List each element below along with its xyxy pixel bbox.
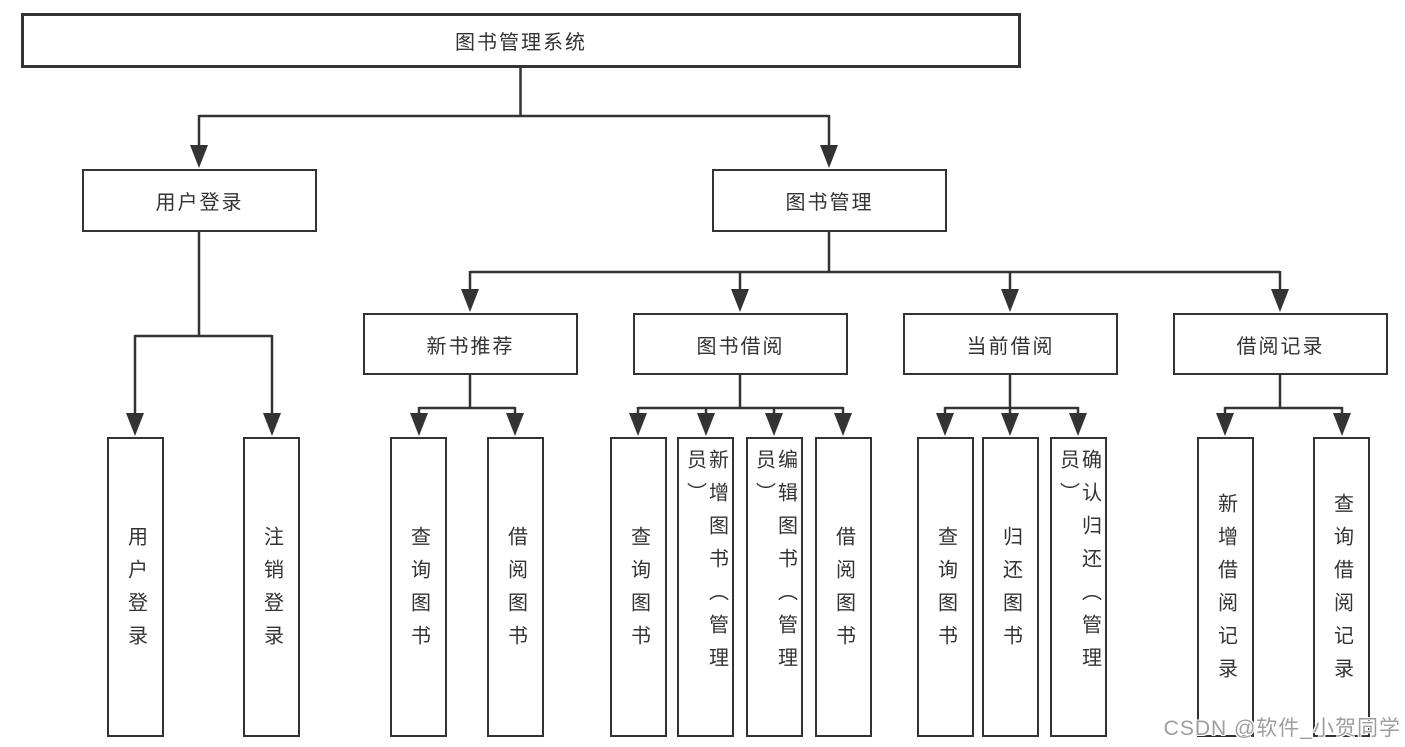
node-leaf-borrow-books: 借阅图书 xyxy=(815,437,872,737)
node-leaf-edit-books-admin: 编辑图书（管理员） xyxy=(746,437,803,737)
node-label: 新增图书（管理员） xyxy=(683,449,728,680)
node-current-borrowing: 当前借阅 xyxy=(903,313,1118,375)
node-label: 当前借阅 xyxy=(966,335,1055,358)
node-book-management: 图书管理 xyxy=(712,169,947,232)
node-label: 图书借阅 xyxy=(696,335,785,358)
node-new-book-recommendation: 新书推荐 xyxy=(363,313,578,375)
node-label: 编辑图书（管理员） xyxy=(752,449,797,680)
node-leaf-add-borrow-record: 新增借阅记录 xyxy=(1197,437,1254,737)
csdn-watermark: CSDN @软件_小贺同学 xyxy=(1163,717,1401,740)
node-label: 查询借阅记录 xyxy=(1330,493,1353,691)
node-label: 图书管理 xyxy=(785,192,874,214)
node-label: 查询图书 xyxy=(627,526,650,658)
node-root-library-management-system: 图书管理系统 xyxy=(21,13,1021,68)
node-leaf-user-login: 用户登录 xyxy=(107,437,164,737)
node-leaf-query-books-recommend: 查询图书 xyxy=(390,437,447,737)
node-label: 新增借阅记录 xyxy=(1214,493,1237,691)
node-leaf-query-books-current: 查询图书 xyxy=(917,437,974,737)
node-label: 借阅记录 xyxy=(1236,335,1325,358)
node-label: 用户登录 xyxy=(124,526,147,658)
node-leaf-logout: 注销登录 xyxy=(243,437,300,737)
node-leaf-add-books-admin: 新增图书（管理员） xyxy=(677,437,734,737)
node-leaf-confirm-return-admin: 确认归还（管理员） xyxy=(1050,437,1107,737)
node-label: 归还图书 xyxy=(999,526,1022,658)
arrowheads xyxy=(126,145,1351,436)
node-leaf-return-books: 归还图书 xyxy=(982,437,1039,737)
node-user-login: 用户登录 xyxy=(82,169,317,232)
node-label: 图书管理系统 xyxy=(455,32,587,54)
node-label: 借阅图书 xyxy=(832,526,855,658)
node-label: 注销登录 xyxy=(260,526,283,658)
node-label: 借阅图书 xyxy=(504,526,527,658)
node-leaf-query-books-borrowing: 查询图书 xyxy=(610,437,667,737)
node-leaf-query-borrow-record: 查询借阅记录 xyxy=(1313,437,1370,737)
node-book-borrowing: 图书借阅 xyxy=(633,313,848,375)
node-label: 确认归还（管理员） xyxy=(1056,449,1101,680)
node-borrowing-records: 借阅记录 xyxy=(1173,313,1388,375)
node-label: 查询图书 xyxy=(934,526,957,658)
node-label: 查询图书 xyxy=(407,526,430,658)
node-leaf-borrow-books-recommend: 借阅图书 xyxy=(487,437,544,737)
node-label: 用户登录 xyxy=(155,192,244,214)
node-label: 新书推荐 xyxy=(426,335,515,358)
